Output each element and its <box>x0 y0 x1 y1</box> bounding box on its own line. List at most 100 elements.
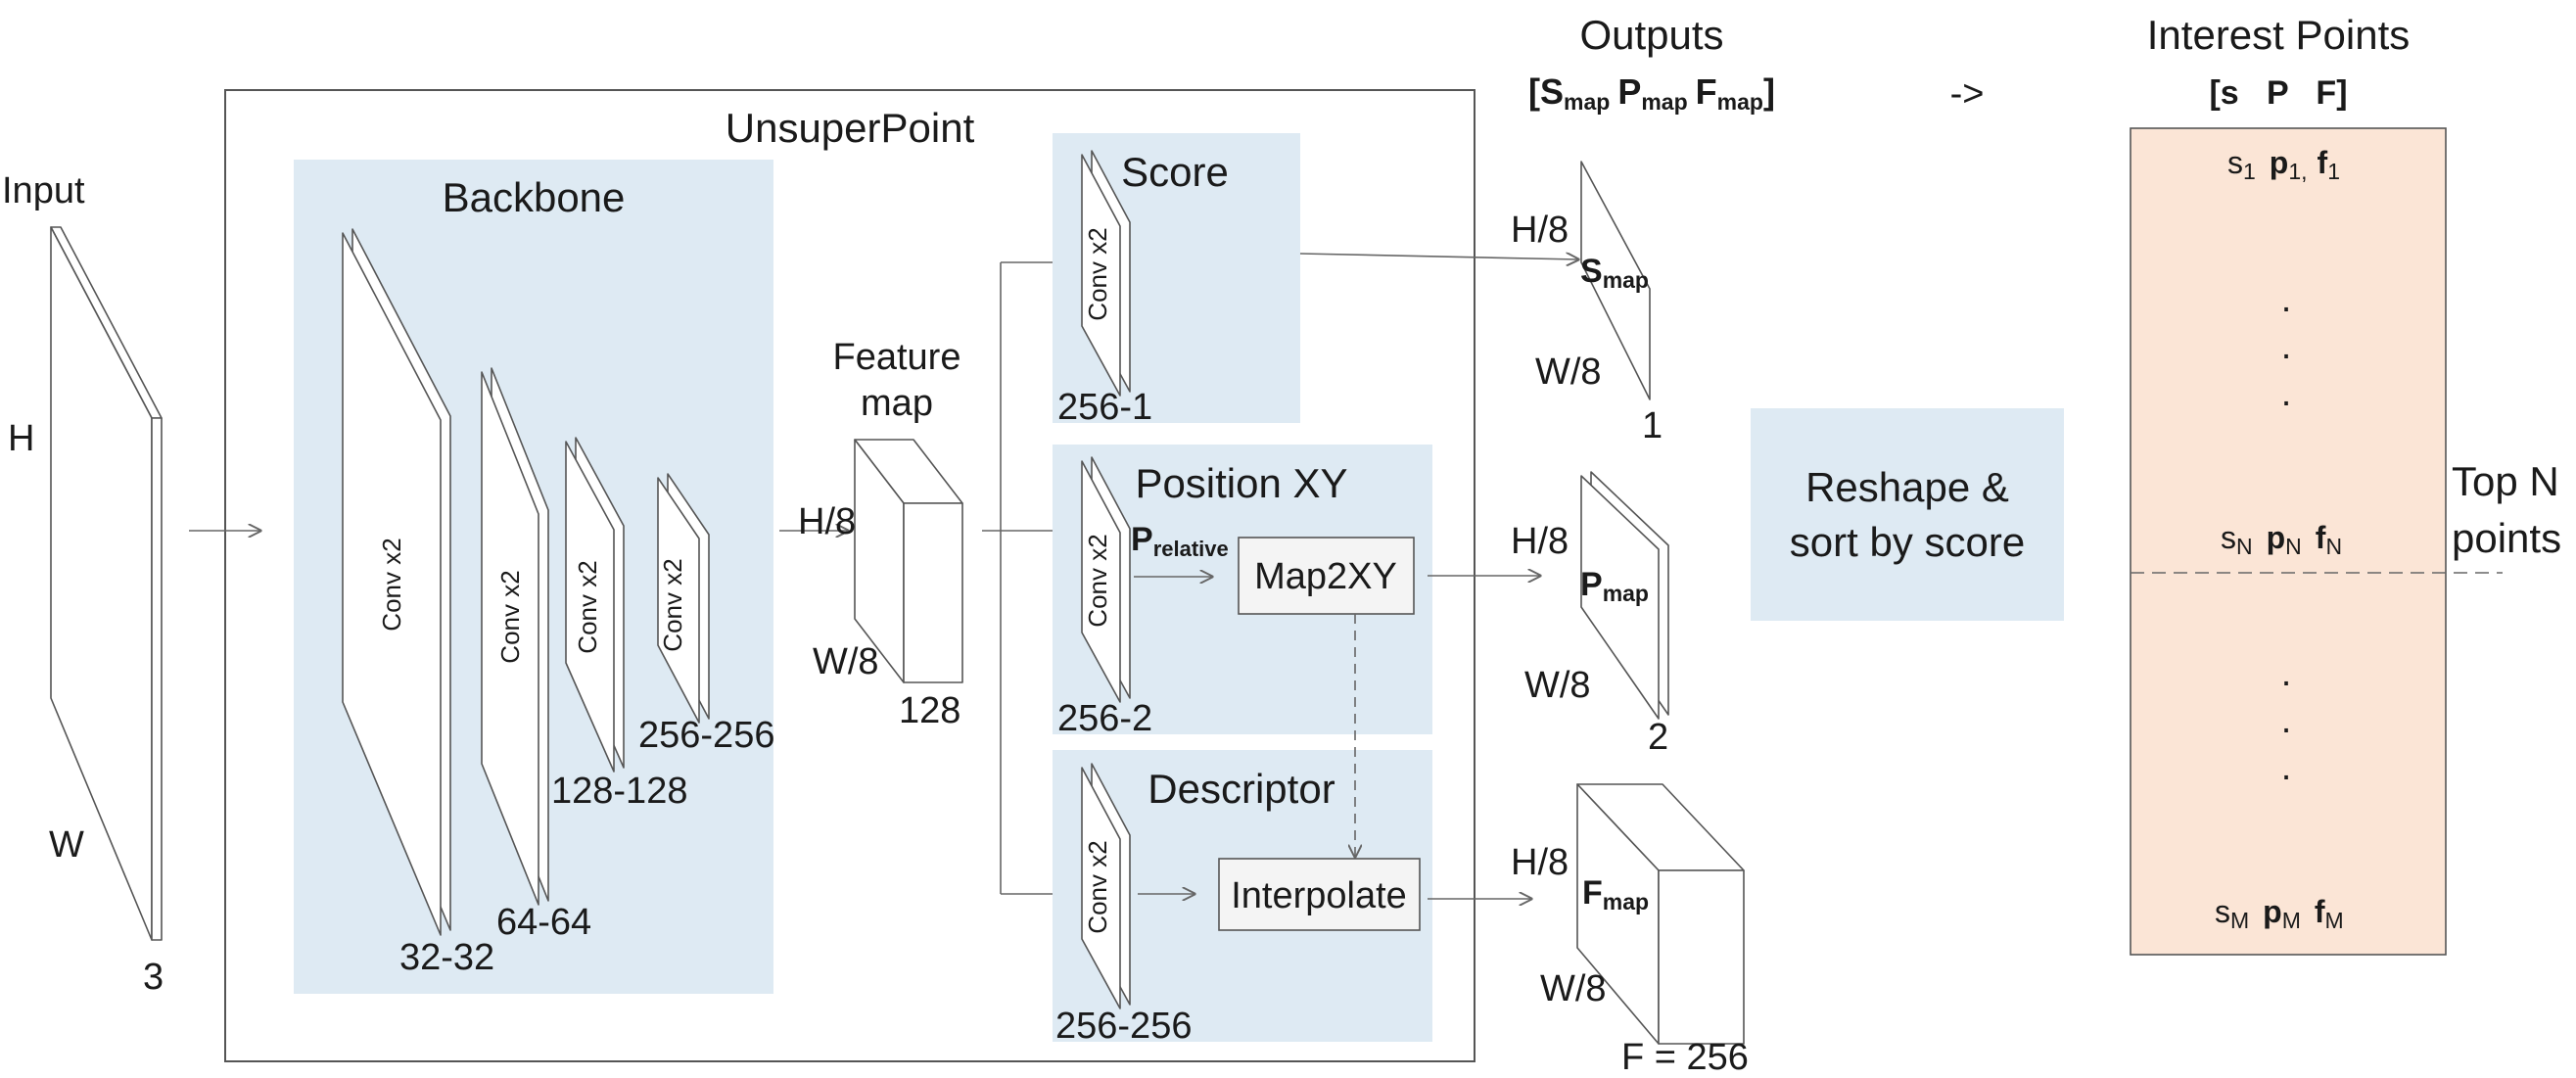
top-n-line-1: Top N <box>2452 458 2559 504</box>
backbone-layer-3-front <box>565 441 615 773</box>
fmap-main: F <box>1582 874 1603 912</box>
ip-dot-3: . <box>2281 373 2292 414</box>
reshape-panel <box>1751 408 2064 621</box>
pmap-sub: map <box>1603 581 1649 606</box>
smap-height: H/8 <box>1511 210 1569 251</box>
backbone-layer-1-front <box>342 232 442 936</box>
ip-row-n-s-sub: N <box>2236 534 2253 559</box>
backbone-layer-2-op: Conv x2 <box>495 570 525 663</box>
score-op: Conv x2 <box>1083 227 1112 320</box>
descriptor-layer-front <box>1081 767 1121 1009</box>
p-relative-label: Prelative <box>1131 521 1229 561</box>
p-relative-sub: relative <box>1153 537 1229 561</box>
smap-channels: 1 <box>1642 405 1663 446</box>
ip-row-n-p: p <box>2267 520 2286 555</box>
input-layer-side <box>151 417 163 941</box>
feature-map-channels: 128 <box>899 690 960 731</box>
interpolate-label: Interpolate <box>1231 875 1407 916</box>
position-layer-front <box>1081 460 1121 703</box>
interest-points-header: [s P F] <box>2209 74 2347 112</box>
score-title: Score <box>1121 149 1229 195</box>
backbone-layer-4-channels: 256-256 <box>638 715 774 756</box>
fmap-sub: map <box>1603 889 1649 914</box>
input-width: W <box>49 824 84 866</box>
ip-row-n-f: f <box>2316 520 2326 555</box>
outputs-bracket-close: ] <box>1763 71 1775 112</box>
ip-row-1-s: s <box>2227 145 2243 180</box>
pmap-front <box>1580 475 1660 720</box>
score-layer-front <box>1081 154 1121 397</box>
position-channels: 256-2 <box>1057 698 1152 739</box>
pmap-height: H/8 <box>1511 521 1569 562</box>
interest-points-list <box>2130 127 2447 956</box>
backbone-layer-1-channels: 32-32 <box>399 937 494 978</box>
input-channels: 3 <box>143 957 164 998</box>
position-title: Position XY <box>1135 460 1347 506</box>
feature-map-label-1: Feature <box>833 337 961 378</box>
ip-row-m-s-sub: M <box>2230 908 2249 933</box>
backbone-layer-2-channels: 64-64 <box>496 902 591 943</box>
p-relative-main: P <box>1131 521 1153 558</box>
ip-row-n-s: s <box>2221 520 2236 555</box>
pmap-label: Pmap <box>1580 566 1649 606</box>
outputs-f-main: F <box>1696 71 1717 112</box>
smap-sub: map <box>1603 267 1649 293</box>
ip-row-1-s-sub: 1 <box>2243 159 2256 184</box>
ip-row-m-f: f <box>2315 894 2325 929</box>
outputs-title: Outputs <box>1579 12 1723 58</box>
ip-row-1-f: f <box>2318 145 2328 180</box>
backbone-layer-1-op: Conv x2 <box>377 538 406 631</box>
fmap-channels: F = 256 <box>1621 1037 1749 1078</box>
ip-dot-5: . <box>2281 700 2292 741</box>
outputs-arrow-text: -> <box>1950 73 1985 115</box>
backbone-layer-3-channels: 128-128 <box>551 771 687 812</box>
fmap-front <box>1658 869 1745 1045</box>
ip-dot-1: . <box>2281 279 2292 320</box>
smap-width: W/8 <box>1535 352 1602 393</box>
backbone-layer-4-front <box>657 477 700 724</box>
ip-row-m-p-sub: M <box>2282 908 2301 933</box>
outputs-s-sub: map <box>1564 89 1610 115</box>
arrow-score-to-smap <box>1299 254 1578 259</box>
ip-row-n-p-sub: N <box>2285 534 2302 559</box>
input-height: H <box>8 418 34 459</box>
feature-map-label-2: map <box>861 383 933 424</box>
descriptor-op: Conv x2 <box>1083 840 1112 933</box>
fmap-label: Fmap <box>1582 874 1649 914</box>
ip-dot-6: . <box>2281 747 2292 788</box>
interpolate-box <box>1218 858 1421 931</box>
smap-label: Smap <box>1580 253 1649 293</box>
outputs-bracket-open: [ <box>1528 71 1540 112</box>
backbone-layer-3-op: Conv x2 <box>573 560 602 653</box>
top-n-line-2: points <box>2452 515 2561 561</box>
pmap-width: W/8 <box>1524 665 1591 706</box>
feature-map-front <box>903 502 963 683</box>
ip-row-1-comma: , <box>2301 159 2307 184</box>
backbone-layer-4-op: Conv x2 <box>658 558 687 651</box>
fmap-width: W/8 <box>1540 968 1607 1009</box>
pmap-main: P <box>1580 566 1603 603</box>
fmap-height: H/8 <box>1511 842 1569 883</box>
map2xy-label: Map2XY <box>1254 556 1397 597</box>
ip-dot-2: . <box>2281 326 2292 367</box>
smap-main: S <box>1580 253 1603 290</box>
ip-row-1-p: p <box>2270 145 2289 180</box>
backbone-layer-2-front <box>481 371 539 906</box>
input-label: Input <box>2 170 85 211</box>
reshape-line-2: sort by score <box>1790 519 2025 565</box>
descriptor-channels: 256-256 <box>1055 1006 1192 1047</box>
descriptor-title: Descriptor <box>1147 766 1335 812</box>
feature-map-height: H/8 <box>798 501 856 542</box>
outputs-s-main: S <box>1540 71 1564 112</box>
ip-dot-4: . <box>2281 653 2292 694</box>
pmap-channels: 2 <box>1648 717 1668 758</box>
ip-row-m-f-sub: M <box>2325 908 2344 933</box>
score-channels: 256-1 <box>1057 387 1152 428</box>
outputs-p-main: P <box>1617 71 1641 112</box>
outputs-p-sub: map <box>1641 89 1687 115</box>
smap-shape <box>1580 161 1651 400</box>
